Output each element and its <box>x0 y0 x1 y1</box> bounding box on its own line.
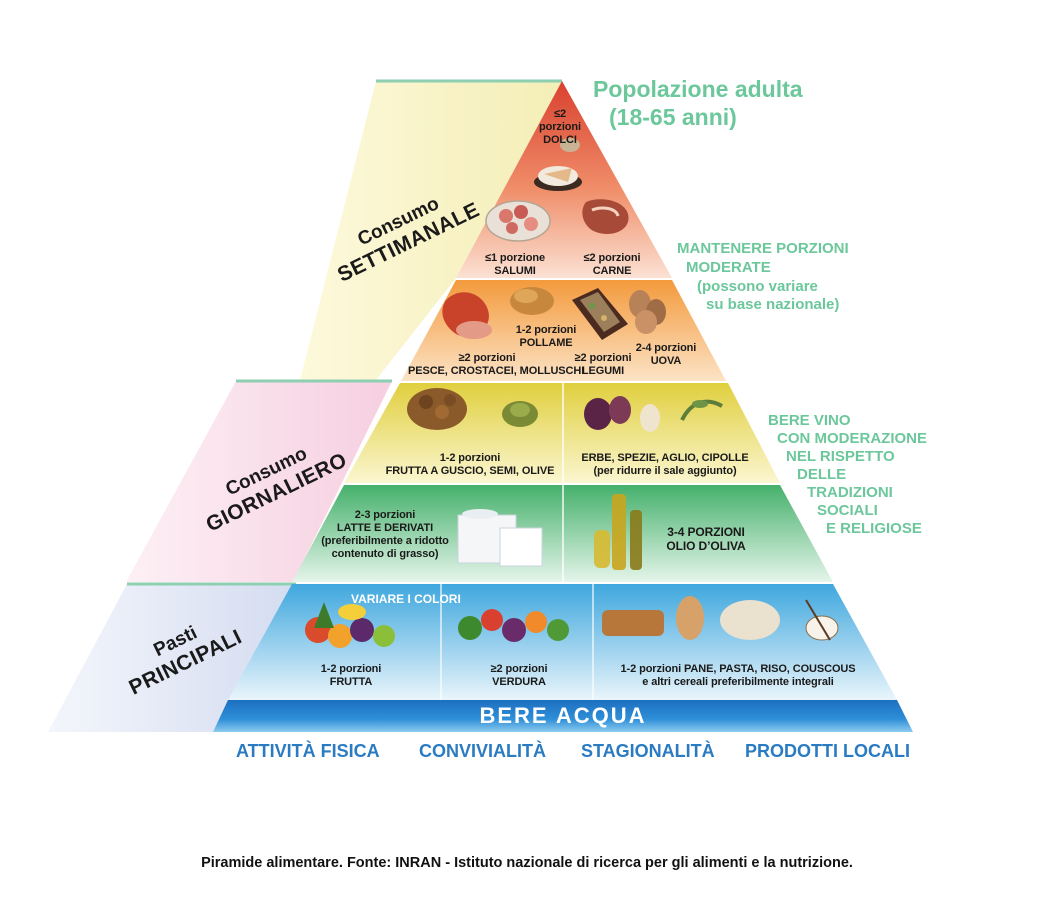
poultry-name: POLLAME <box>519 337 573 349</box>
moderate-note-line3: (possono variare <box>697 278 818 295</box>
moderate-note-line4: su base nazionale) <box>706 296 840 313</box>
legumes-label: ≥2 porzioni LEGUMI <box>566 352 640 378</box>
wine-note-line4: DELLE <box>797 466 847 483</box>
poultry-image <box>510 287 554 315</box>
herbs-note: (per ridurre il sale aggiunto) <box>593 465 737 477</box>
fish-name: PESCE, CROSTACEI, MOLLUSCHI <box>408 365 585 377</box>
herbs-label: ERBE, SPEZIE, AGLIO, CIPOLLE (per ridurr… <box>578 452 752 478</box>
fruit-image <box>305 602 395 648</box>
meat-qty: ≤2 porzioni <box>583 252 641 264</box>
dairy-name: LATTE E DERIVATI <box>336 522 434 534</box>
vegetables-label: ≥2 porzioni VERDURA <box>474 663 564 689</box>
fruit-label: 1-2 porzioni FRUTTA <box>306 663 396 689</box>
poultry-qty: 1-2 porzioni <box>515 324 577 336</box>
footer-conviviality: CONVIVIALITÀ <box>419 741 547 761</box>
nuts-label: 1-2 porzioni FRUTTA A GUSCIO, SEMI, OLIV… <box>382 452 558 478</box>
daily-side-panel <box>126 381 392 582</box>
moderate-note-line2: MODERATE <box>686 259 771 276</box>
sweets-label: ≤2 porzioni DOLCI <box>530 108 590 147</box>
eggs-name: UOVA <box>650 355 682 367</box>
legumes-qty: ≥2 porzioni <box>574 352 632 364</box>
eggs-label: 2-4 porzioni UOVA <box>628 342 704 368</box>
dairy-image <box>457 509 543 567</box>
dairy-qty: 2-3 porzioni <box>354 509 416 521</box>
fish-qty: ≥2 porzioni <box>458 352 516 364</box>
olive-oil-qty: 3-4 PORZIONI <box>667 525 745 539</box>
wine-note-line2: CON MODERAZIONE <box>777 430 927 447</box>
cured-meat-image <box>485 200 551 242</box>
cured-meat-label: ≤1 porzione SALUMI <box>475 252 555 278</box>
nuts-name: FRUTTA A GUSCIO, SEMI, OLIVE <box>385 465 555 477</box>
vegetables-name: VERDURA <box>492 676 546 688</box>
sweets-unit: porzioni <box>539 121 581 133</box>
olive-oil-name: OLIO D’OLIVA <box>666 539 746 553</box>
fruit-name: FRUTTA <box>329 676 373 688</box>
vegetables-qty: ≥2 porzioni <box>490 663 548 675</box>
vary-colors-label: VARIARE I COLORI <box>351 592 461 606</box>
legumes-image <box>572 288 628 340</box>
population-label-line1: Popolazione adulta <box>593 76 803 102</box>
sweets-qty: ≤2 <box>554 108 566 120</box>
poultry-label: 1-2 porzioni POLLAME <box>506 324 586 350</box>
dairy-note-2: contenuto di grasso) <box>331 548 439 560</box>
meat-image <box>582 199 629 234</box>
footer-seasonality: STAGIONALITÀ <box>581 741 715 761</box>
meat-name: CARNE <box>592 265 632 277</box>
population-label-line2: (18-65 anni) <box>609 104 737 130</box>
sweets-name: DOLCI <box>543 134 577 146</box>
meat-label: ≤2 porzioni CARNE <box>572 252 652 278</box>
weekly-side-panel <box>300 81 562 380</box>
moderate-note-line1: MANTENERE PORZIONI <box>677 240 849 257</box>
cured-meat-qty: ≤1 porzione <box>485 252 545 264</box>
wine-note-line5: TRADIZIONI <box>807 484 893 501</box>
legumes-name: LEGUMI <box>581 365 625 377</box>
cereals-note: e altri cereali preferibilmente integral… <box>642 676 834 688</box>
fish-image <box>442 292 492 339</box>
vegetables-image <box>458 609 569 642</box>
herbs-image <box>584 396 723 432</box>
nuts-image <box>407 388 538 430</box>
cereals-qty: 1-2 porzioni PANE, PASTA, RISO, COUSCOUS <box>620 663 856 675</box>
footer-local-products: PRODOTTI LOCALI <box>745 741 910 761</box>
dairy-label: 2-3 porzioni LATTE E DERIVATI (preferibi… <box>310 509 460 561</box>
figure-caption: Piramide alimentare. Fonte: INRAN - Isti… <box>201 855 853 871</box>
olive-oil-label: 3-4 PORZIONI OLIO D’OLIVA <box>658 525 754 553</box>
footer-physical-activity: ATTIVITÀ FISICA <box>236 741 380 761</box>
dairy-note-1: (preferibilmente a ridotto <box>321 535 449 547</box>
wine-note-line6: SOCIALI <box>817 502 878 519</box>
wine-note-line3: NEL RISPETTO <box>786 448 895 465</box>
wine-note-line7: E RELIGIOSE <box>826 520 922 537</box>
herbs-name: ERBE, SPEZIE, AGLIO, CIPOLLE <box>581 452 749 464</box>
water-base <box>213 700 913 732</box>
wine-note-line1: BERE VINO <box>768 412 851 429</box>
eggs-qty: 2-4 porzioni <box>635 342 697 354</box>
drink-water-label: BERE ACQUA <box>479 703 647 728</box>
fruit-qty: 1-2 porzioni <box>320 663 382 675</box>
fish-label: ≥2 porzioni PESCE, CROSTACEI, MOLLUSCHI <box>408 352 585 378</box>
main-side-panel <box>48 584 296 732</box>
cereals-label: 1-2 porzioni PANE, PASTA, RISO, COUSCOUS… <box>610 663 866 689</box>
olive-oil-image <box>594 494 642 570</box>
cereals-image <box>602 596 839 641</box>
cured-meat-name: SALUMI <box>494 265 536 277</box>
sweets-image <box>534 138 582 191</box>
nuts-qty: 1-2 porzioni <box>439 452 501 464</box>
eggs-image <box>629 290 666 334</box>
